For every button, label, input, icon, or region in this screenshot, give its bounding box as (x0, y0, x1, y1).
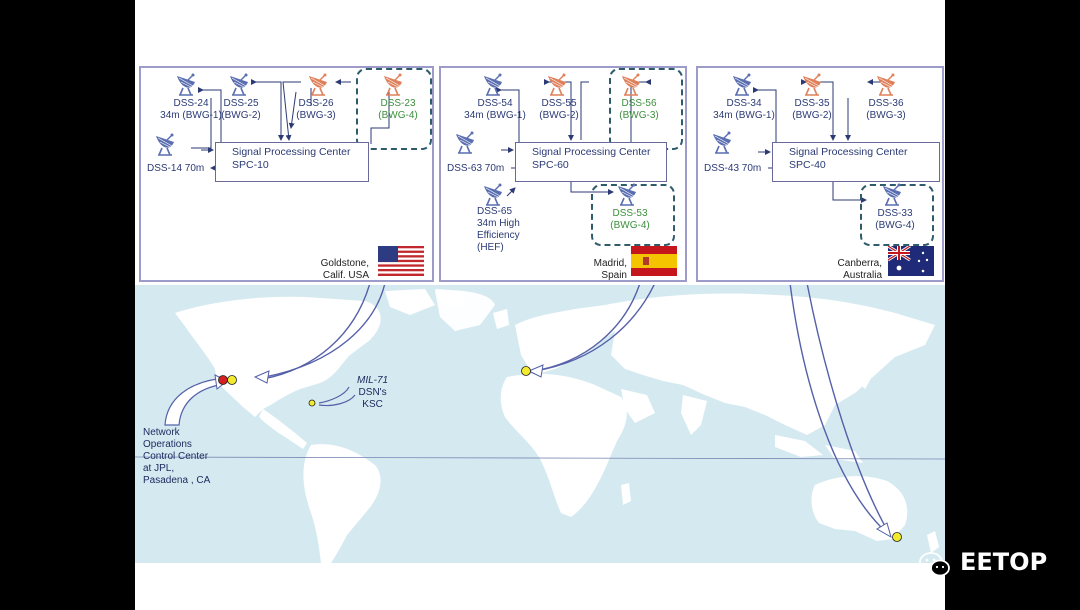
dss25-dish-icon (229, 72, 249, 96)
dss23-dish-icon (383, 72, 403, 96)
dss33-dish-icon (882, 182, 902, 206)
dss56-label: DSS-56(BWG-3) (619, 98, 659, 121)
dss55-dish-icon (547, 72, 567, 96)
dss54-dish-icon (483, 72, 503, 96)
goldstone-marker (227, 375, 237, 385)
madrid-site-label: Madrid,Spain (593, 258, 627, 281)
canberra-marker (892, 532, 902, 542)
dss36-dish-icon (876, 72, 896, 96)
dss65-dish-icon (483, 182, 503, 206)
wechat-icon (919, 552, 950, 577)
dss33-label: DSS-33(BWG-4) (875, 208, 915, 231)
dss43-dish-icon (712, 130, 732, 154)
dss55-label: DSS-55(BWG-2) (539, 98, 579, 121)
dss26-dish-icon (308, 72, 328, 96)
world-map-drawing (135, 285, 945, 563)
dss23-highlight (356, 68, 432, 150)
dss24-dish-icon (176, 72, 196, 96)
dss35-dish-icon (802, 72, 822, 96)
usa-flag-icon (378, 246, 424, 276)
spain-flag-icon (631, 246, 677, 276)
dss23-label: DSS-23(BWG-4) (378, 98, 418, 121)
dss14-dish-icon (155, 132, 175, 156)
dss63-label: DSS-63 70m (447, 163, 505, 174)
watermark-text: EETOP (960, 548, 1048, 576)
dss35-label: DSS-35(BWG-2) (792, 98, 832, 121)
dss33-highlight (860, 184, 934, 246)
dss43-label: DSS-43 70m (704, 163, 762, 174)
dss34-dish-icon (732, 72, 752, 96)
mil71-marker (308, 399, 316, 407)
goldstone-site-label: Goldstone,Calif. USA (320, 258, 369, 281)
dss53-label: DSS-53(BWG-4) (610, 208, 650, 231)
australia-flag-icon (888, 246, 934, 276)
noc-jpl-marker (218, 375, 228, 385)
dss25-label: DSS-25(BWG-2) (221, 98, 261, 121)
dss56-dish-icon (621, 72, 641, 96)
canberra-site-label: Canberra,Australia (837, 258, 882, 281)
dss53-dish-icon (617, 182, 637, 206)
dss14-label: DSS-14 70m (147, 163, 205, 174)
dss36-label: DSS-36(BWG-3) (866, 98, 906, 121)
dss26-label: DSS-26(BWG-3) (296, 98, 336, 121)
dss63-dish-icon (455, 130, 475, 154)
madrid-marker (521, 366, 531, 376)
